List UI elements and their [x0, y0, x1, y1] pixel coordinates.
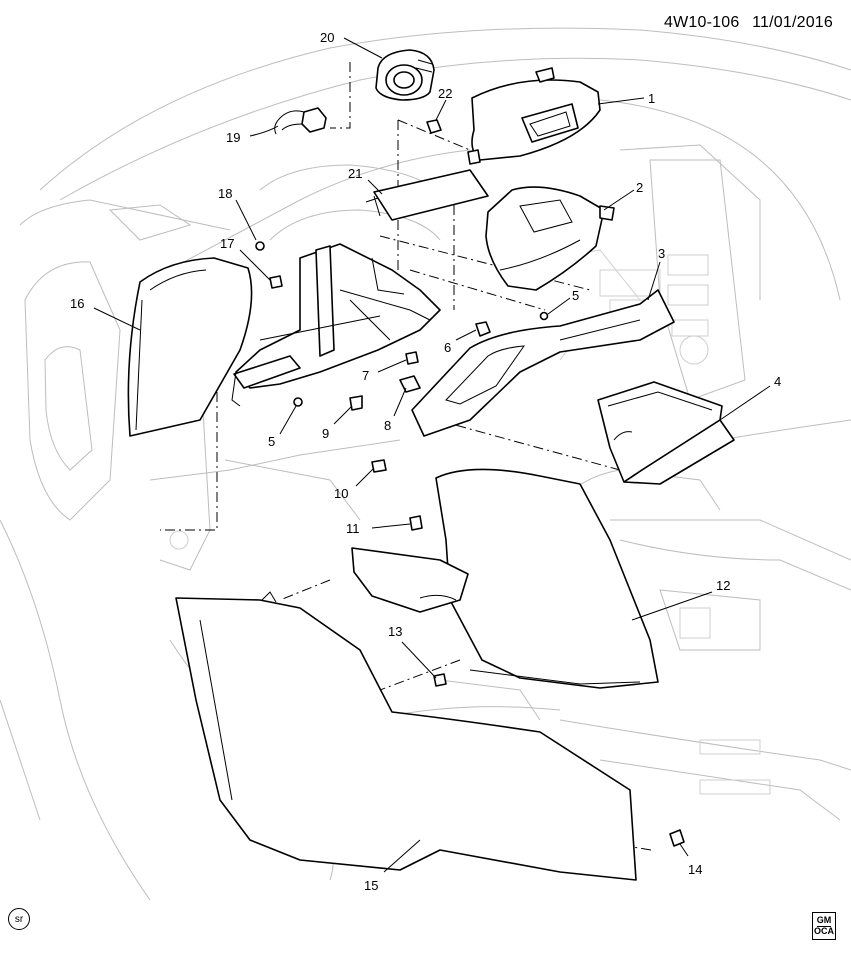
part-13-clip	[433, 673, 447, 687]
callout-3: 3	[658, 246, 665, 261]
part-10-clip	[371, 459, 387, 473]
part-2-lower-column-cover	[485, 186, 615, 291]
gm-logo-sub: OCA	[814, 926, 834, 936]
part-14-retainer	[669, 829, 685, 847]
callout-14: 14	[688, 862, 702, 877]
part-11-clip	[409, 515, 423, 531]
part-5-screw-upper	[539, 311, 549, 321]
part-9-clip	[349, 395, 363, 411]
callout-8: 8	[384, 418, 391, 433]
part-15-lower-dash-panel	[175, 591, 637, 881]
callout-7: 7	[362, 368, 369, 383]
diagram-date: 11/01/2016	[752, 14, 833, 31]
part-22-clip	[426, 119, 442, 134]
part-18-bolt	[255, 241, 265, 251]
column-support-bracket	[231, 243, 441, 407]
callout-16: 16	[70, 296, 84, 311]
diagram-reference: 4W10-106 11/01/2016	[664, 14, 833, 32]
callout-labels: 20 19 22 1 21 2 18 17 16 3 5 6 7 8 9 5 1…	[70, 30, 781, 893]
callout-21: 21	[348, 166, 362, 181]
part-3-trim-bezel	[411, 289, 675, 437]
callout-2: 2	[636, 180, 643, 195]
callout-4: 4	[774, 374, 781, 389]
callout-6: 6	[444, 340, 451, 355]
callout-1: 1	[648, 91, 655, 106]
part-20-lock-cylinder	[375, 49, 435, 101]
part-6-nut	[475, 321, 491, 337]
part-17-clip	[269, 275, 283, 289]
gm-logo-mark: GM	[816, 915, 832, 927]
assembly-reference-lines	[160, 62, 652, 851]
callout-18: 18	[218, 186, 232, 201]
callout-12: 12	[716, 578, 730, 593]
part-8-retainer	[399, 375, 421, 393]
part-7-clip	[405, 351, 419, 365]
leader-lines	[93, 37, 771, 873]
sr-badge: sr	[8, 908, 30, 930]
gm-logo: GM OCA	[812, 912, 836, 940]
part-19-wiring-connector	[274, 107, 327, 135]
callout-19: 19	[226, 130, 240, 145]
fasteners	[255, 241, 685, 847]
callout-5-lower: 5	[268, 434, 275, 449]
callout-22: 22	[438, 86, 452, 101]
part-4-storage-compartment	[597, 381, 735, 485]
diagram-code: 4W10-106	[664, 14, 740, 31]
callout-9: 9	[322, 426, 329, 441]
callout-11: 11	[346, 521, 360, 536]
callout-17: 17	[220, 236, 234, 251]
part-5-screw-lower	[293, 397, 303, 407]
part-16-side-trim-panel	[127, 257, 253, 437]
part-12-lower-panel	[351, 468, 659, 689]
callout-5-upper: 5	[572, 288, 579, 303]
part-1-upper-column-cover	[467, 67, 601, 165]
part-21-trim-strip	[365, 169, 489, 221]
callout-13: 13	[388, 624, 402, 639]
callout-15: 15	[364, 878, 378, 893]
callout-20: 20	[320, 30, 334, 45]
callout-10: 10	[334, 486, 348, 501]
